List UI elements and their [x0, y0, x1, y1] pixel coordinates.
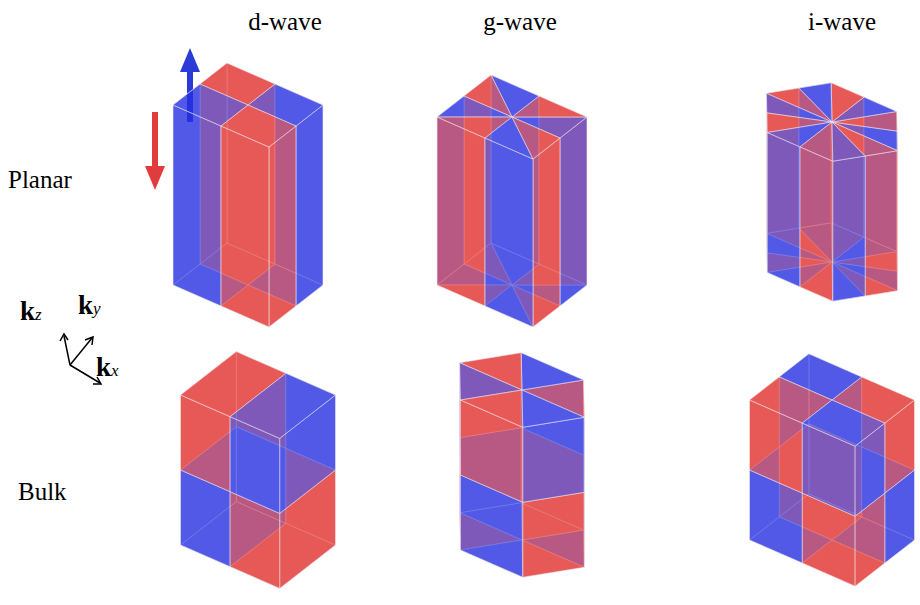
side-face: [523, 492, 585, 577]
top-face: [221, 105, 296, 147]
top-face: [460, 390, 522, 427]
side-face: [221, 126, 269, 327]
spin-up-head: [180, 48, 200, 72]
top-face: [437, 96, 512, 117]
axis-kx: [70, 365, 100, 383]
axis-label: kx: [96, 352, 119, 383]
axis-label: ky: [78, 290, 101, 321]
top-face: [522, 390, 584, 427]
axis-ky: [70, 338, 92, 365]
side-face: [833, 156, 865, 301]
axis-ky-head: [85, 337, 93, 345]
side-face: [865, 151, 897, 296]
top-face: [832, 122, 898, 156]
side-face: [560, 117, 587, 306]
side-face: [767, 133, 800, 287]
axis-label: kz: [20, 296, 42, 327]
side-face: [533, 138, 560, 327]
axis-glyph: [60, 334, 101, 384]
column-heading: g-wave: [483, 8, 557, 36]
axis-kz: [64, 336, 70, 365]
top-face: [800, 122, 833, 161]
side-face: [296, 105, 323, 306]
side-face: [269, 126, 296, 327]
side-face: [437, 117, 485, 306]
top-face: [831, 83, 864, 122]
top-face: [802, 400, 885, 446]
column-heading: d-wave: [248, 8, 322, 36]
row-heading: Bulk: [18, 478, 67, 506]
side-face: [173, 105, 221, 306]
top-face: [230, 373, 335, 438]
spin-down-head: [145, 166, 165, 190]
column-heading: i-wave: [808, 8, 876, 36]
top-face: [521, 353, 583, 390]
side-face: [485, 138, 533, 327]
side-face: [523, 417, 585, 502]
solids: [173, 63, 915, 588]
axis-kz-head: [60, 334, 68, 341]
row-heading: Planar: [8, 166, 72, 194]
top-face: [512, 117, 560, 159]
spin-down-arrow: [152, 112, 158, 170]
side-face: [800, 147, 833, 301]
